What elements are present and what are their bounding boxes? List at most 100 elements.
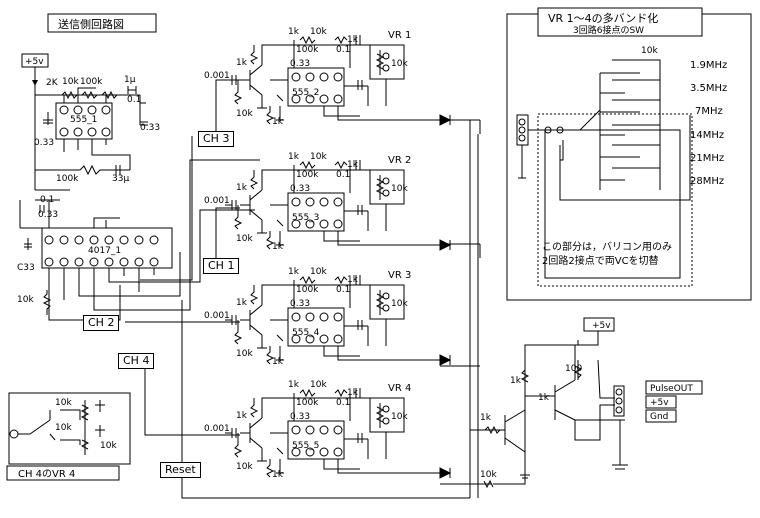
value-33u: 33μ bbox=[112, 174, 129, 184]
stage4-c0001: 0.001 bbox=[204, 424, 230, 434]
vr-label-2: VR 2 bbox=[388, 155, 411, 166]
stage2-r1k-vr: 1k bbox=[347, 160, 359, 170]
stage1-r1k-bottom: 1k bbox=[272, 117, 284, 127]
ch4-box-10k-b: 10k bbox=[55, 423, 72, 433]
stage4-r1k-bottom: 1k bbox=[272, 470, 284, 480]
stage4-c01: 0.1 bbox=[336, 398, 350, 408]
title-box bbox=[47, 13, 157, 33]
ch4-vr4-caption-box bbox=[6, 465, 120, 481]
value-1k-r: 1k bbox=[510, 376, 522, 386]
resistor-10k-reset bbox=[480, 479, 494, 489]
stage4-r1k-vr: 1k bbox=[347, 388, 359, 398]
band-5: 21MHz bbox=[690, 153, 724, 164]
stage2-r1k-left: 1k bbox=[236, 183, 248, 193]
stage2-r10k-vr: 10k bbox=[391, 184, 408, 194]
stage3-r100k: 100k bbox=[296, 285, 319, 295]
stage2-r10k-top: 10k bbox=[310, 152, 327, 162]
resistor-100k bbox=[101, 90, 118, 100]
stage1-r10k-top: 10k bbox=[310, 27, 327, 37]
ic-label-555-3: 555_3 bbox=[292, 213, 319, 223]
ic-label-555-1: 555_1 bbox=[70, 115, 97, 125]
stage1-r1k-left: 1k bbox=[236, 58, 248, 68]
channel-label-ch2: CH 2 bbox=[83, 315, 120, 331]
stage2-r10k-bottom: 10k bbox=[236, 234, 253, 244]
value-0-1-b: 0.1 bbox=[40, 195, 54, 205]
stage3-r10k-vr: 10k bbox=[391, 299, 408, 309]
supply-label-box-right bbox=[583, 317, 615, 332]
value-0-1-a: 0.1 bbox=[127, 95, 141, 105]
value-100k-b: 100k bbox=[56, 174, 79, 184]
stage1-r1k-top: 1k bbox=[288, 27, 300, 37]
ch4-box-10k-a: 10k bbox=[55, 398, 72, 408]
value-2k: 2K bbox=[46, 78, 59, 88]
vr-label-4: VR 4 bbox=[388, 383, 411, 394]
supply-label-right: +5v bbox=[592, 321, 611, 331]
stage2-c033: 0.33 bbox=[290, 184, 310, 194]
value-1k-base: 1k bbox=[480, 413, 492, 423]
ic-4017 bbox=[41, 227, 173, 269]
stage3-r1k-left: 1k bbox=[236, 298, 248, 308]
ic-label-4017: 4017_1 bbox=[88, 246, 121, 256]
ic-label-555-4: 555_4 bbox=[292, 328, 320, 338]
stage2-c01: 0.1 bbox=[336, 170, 350, 180]
ch4-vr4-box bbox=[8, 392, 131, 465]
value-10k-a: 10k bbox=[62, 77, 79, 87]
value-10k-b: 10k bbox=[17, 295, 34, 305]
stage2-r1k-bottom: 1k bbox=[272, 242, 284, 252]
stage1-c01: 0.1 bbox=[336, 45, 350, 55]
output-5v-label: +5v bbox=[650, 398, 669, 408]
stage3-r10k-top: 10k bbox=[310, 267, 327, 277]
stage2-r1k-top: 1k bbox=[288, 152, 300, 162]
ch4-box-10k-c: 10k bbox=[100, 441, 117, 451]
output-gnd-label: Gnd bbox=[650, 412, 668, 422]
channel-label-ch4: CH 4 bbox=[118, 353, 155, 369]
output-pulse-label: PulseOUT bbox=[650, 384, 693, 394]
band-panel-title: VR 1～4の多バンド化 bbox=[548, 11, 658, 25]
stage3-r1k-vr: 1k bbox=[347, 275, 359, 285]
band-1: 1.9MHz bbox=[690, 60, 727, 71]
stage3-c0001: 0.001 bbox=[204, 311, 230, 321]
band-note-line1: この部分は，バリコン用のみ bbox=[542, 240, 672, 253]
value-c33: C33 bbox=[17, 263, 35, 273]
stage4-r10k-vr: 10k bbox=[391, 412, 408, 422]
band-panel-10k: 10k bbox=[641, 46, 658, 56]
band-3: 7MHz bbox=[695, 106, 723, 117]
stage1-r10k-vr: 10k bbox=[391, 59, 408, 69]
stage3-c033: 0.33 bbox=[290, 299, 310, 309]
stage1-r100k: 100k bbox=[296, 45, 319, 55]
stage3-r1k-top: 1k bbox=[288, 267, 300, 277]
stage1-r10k-bottom: 10k bbox=[236, 109, 253, 119]
band-panel-subtitle: 3回路6接点のSW bbox=[573, 24, 644, 36]
timer-stage-1 bbox=[225, 35, 452, 126]
stage3-c01: 0.1 bbox=[336, 285, 350, 295]
vr-label-1: VR 1 bbox=[388, 30, 411, 41]
band-panel-header bbox=[537, 7, 703, 37]
stage4-r10k-top: 10k bbox=[310, 380, 327, 390]
stage1-r1k-vr: 1k bbox=[347, 35, 359, 45]
value-0-33-c: 0.33 bbox=[38, 210, 58, 220]
ic-label-555-5: 555_5 bbox=[292, 441, 319, 451]
band-4: 14MHz bbox=[690, 130, 724, 141]
channel-label-ch3: CH 3 bbox=[198, 131, 235, 147]
timer-stage-2 bbox=[225, 160, 452, 251]
value-0-33-b: 0.33 bbox=[34, 138, 54, 148]
stage3-r10k-bottom: 10k bbox=[236, 349, 253, 359]
reset-label: Reset bbox=[160, 462, 201, 478]
timer-stage-3 bbox=[225, 275, 452, 366]
stage1-c033: 0.33 bbox=[290, 59, 310, 69]
band-note-line2: 2回路2接点で両VCを切替 bbox=[542, 254, 659, 267]
output-header-connector bbox=[613, 385, 625, 417]
resistor-2k bbox=[61, 90, 78, 100]
value-100k-a: 100k bbox=[80, 77, 103, 87]
stage2-c0001: 0.001 bbox=[204, 196, 230, 206]
stage4-r1k-top: 1k bbox=[288, 380, 300, 390]
ic-555-1 bbox=[55, 102, 113, 140]
band-6: 28MHz bbox=[690, 176, 724, 187]
resistor-10k bbox=[81, 90, 98, 100]
stage1-c0001: 0.001 bbox=[204, 71, 230, 81]
resistor-1k-base bbox=[484, 425, 501, 435]
value-0-33-a: 0.33 bbox=[140, 123, 160, 133]
stage4-r10k-bottom: 10k bbox=[236, 462, 253, 472]
band-2: 3.5MHz bbox=[690, 83, 727, 94]
